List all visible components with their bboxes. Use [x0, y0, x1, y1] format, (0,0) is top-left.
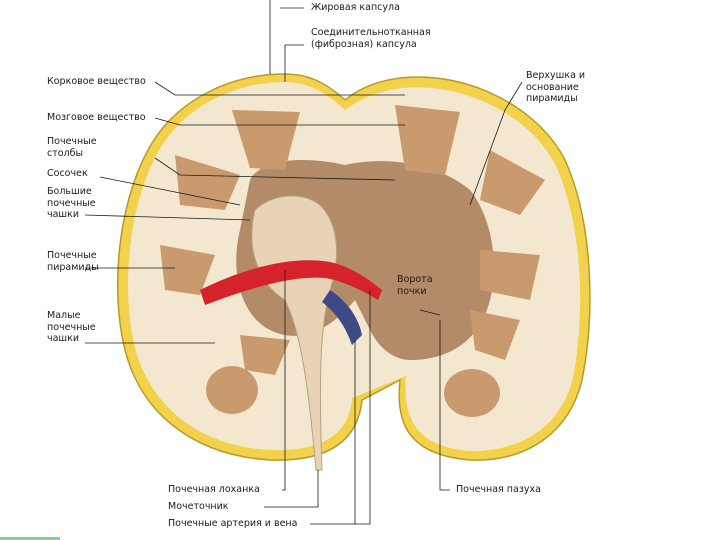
label-fat-capsule: Жировая капсула	[311, 2, 400, 14]
label-renal-sinus: Почечная пазуха	[456, 484, 541, 496]
label-renal-columns: Почечные столбы	[47, 136, 97, 159]
label-fibrous-capsule: Соединительнотканная (фиброзная) капсула	[311, 27, 431, 50]
pyramid-shape	[444, 369, 500, 417]
label-ureter: Мочеточник	[168, 501, 229, 513]
pyramid-shape	[206, 366, 258, 414]
label-cortex: Корковое вещество	[47, 76, 146, 88]
leader-line	[264, 470, 318, 507]
label-renal-pelvis: Почечная лоханка	[168, 484, 260, 496]
label-artery-vein: Почечные артерия и вена	[168, 518, 297, 530]
label-hilum: Ворота почки	[397, 274, 433, 297]
label-renal-pyramids: Почечные пирамиды	[47, 250, 99, 273]
label-major-calyces: Большие почечные чашки	[47, 186, 96, 221]
label-papilla: Сосочек	[47, 168, 88, 180]
label-apex-base: Верхушка и основание пирамиды	[526, 70, 585, 105]
label-minor-calyces: Малые почечные чашки	[47, 310, 96, 345]
label-medulla: Мозговое вещество	[47, 112, 146, 124]
